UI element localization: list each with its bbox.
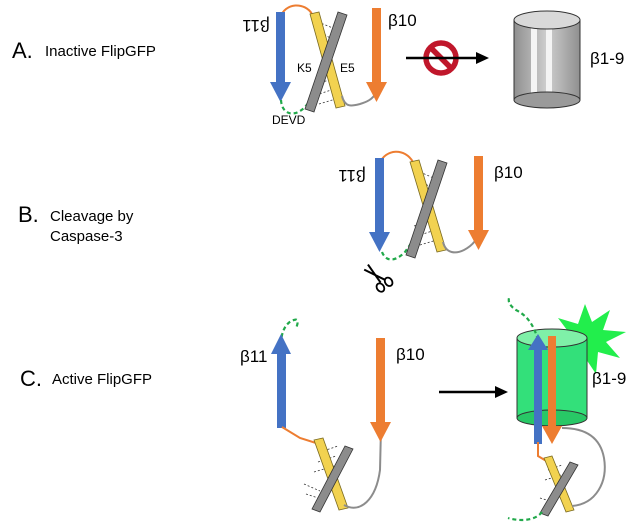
panel-a-letter: A. [12,38,33,63]
panel-c-inserted-beta10 [542,336,562,444]
panel-b-title-line2: Caspase-3 [50,228,123,245]
panel-c-orange-connector [281,426,317,444]
panel-b: B. Cleavage by Caspase-3 β11 β10 [18,150,523,293]
panel-c-lower-linker [507,511,543,522]
panel-a-gray-coil [304,11,348,113]
panel-b-letter: B. [18,202,39,227]
panel-a-title: Inactive FlipGFP [45,43,156,60]
panel-c-barrel-top-linker [507,297,540,341]
panel-c-letter: C. [20,366,42,391]
panel-c-beta11-strand [271,334,291,428]
panel-b-bottom-loop [442,239,477,254]
panel-c-gray-loop [343,427,382,509]
panel-c-free-linker [279,318,299,345]
panel-c: C. Active FlipGFP β11 β10 [20,297,626,522]
fluorescence-burst-icon [552,304,626,374]
panel-b-beta11-strand [369,158,390,252]
panel-a-devd-label: DEVD [272,113,306,127]
panel-c-lower-gray-loop [561,427,606,507]
arrow-right-icon [406,52,489,64]
panel-a-beta10-label: β10 [388,11,417,30]
panel-a-beta11-strand [270,12,291,102]
panel-a: A. Inactive FlipGFP β11 K5 E5 DEVD [12,4,624,127]
panel-c-beta10-label: β10 [396,345,425,364]
panel-c-title: Active FlipGFP [52,371,152,388]
arrow-right-icon [439,386,508,398]
panel-c-beta10-strand [370,338,391,442]
panel-b-gray-coil [405,159,448,259]
panel-c-gray-coil [311,445,354,513]
scissors-icon [363,263,394,293]
barrel-icon [513,10,581,109]
panel-c-beta11-label: β11 [240,347,267,366]
panel-a-bottom-loop [341,95,375,107]
panel-b-cleaved-linker [380,241,413,261]
panel-c-lower-gray-coil [539,461,579,517]
panel-c-barrel-label: β1-9 [592,369,626,388]
panel-b-beta10-strand [468,156,489,250]
panel-a-barrel-label: β1-9 [590,49,624,68]
panel-b-title-line1: Cleavage by [50,208,134,225]
panel-a-k5-label: K5 [297,61,312,75]
panel-a-e5-label: E5 [340,61,355,75]
panel-a-beta10-strand [366,8,387,102]
panel-b-beta11-label: β11 [338,166,365,185]
panel-a-beta11-label: β11 [242,16,269,35]
panel-c-inserted-beta11 [528,334,548,444]
panel-b-top-loop [378,150,414,165]
panel-b-beta10-label: β10 [494,163,523,182]
